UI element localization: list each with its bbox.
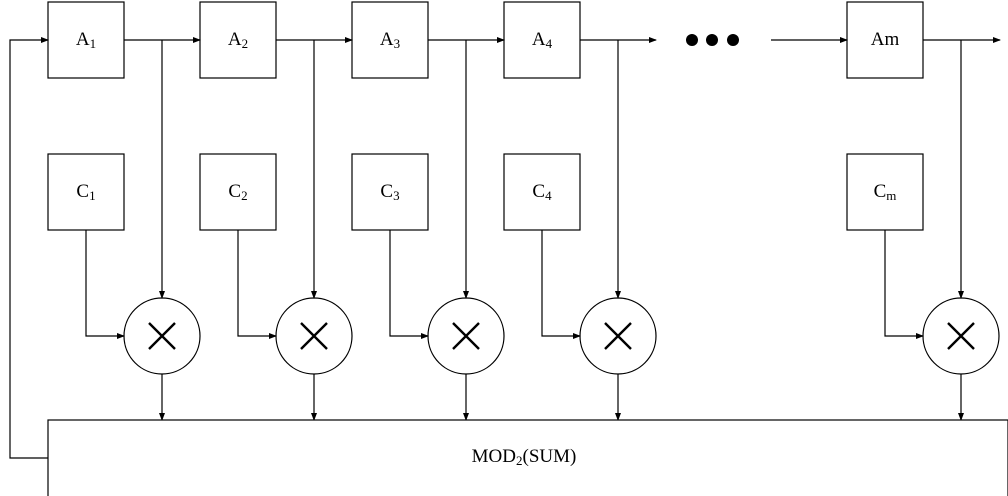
coefficient-line bbox=[389, 230, 429, 339]
ellipsis-dot bbox=[686, 34, 698, 46]
multiply-icon bbox=[148, 322, 176, 350]
label-a1: A1 bbox=[75, 29, 97, 52]
register-box-a5 bbox=[846, 1, 924, 79]
sum-box bbox=[47, 419, 1008, 496]
label-c1: C1 bbox=[76, 181, 96, 204]
coefficient-box-c4 bbox=[503, 153, 581, 231]
label-cm: Cm bbox=[873, 181, 897, 204]
register-box-a1 bbox=[47, 1, 125, 79]
multiply-icon bbox=[300, 322, 328, 350]
coefficient-line bbox=[85, 230, 125, 339]
multiply-icon bbox=[452, 322, 480, 350]
label-am: Am bbox=[870, 29, 900, 50]
multiply-icon bbox=[947, 322, 975, 350]
label-c2: C2 bbox=[228, 181, 248, 204]
label-a2: A2 bbox=[227, 29, 249, 52]
coefficient-box-c2 bbox=[199, 153, 277, 231]
coefficient-box-c1 bbox=[47, 153, 125, 231]
ellipsis-dot bbox=[727, 34, 739, 46]
coefficient-box-c5 bbox=[846, 153, 924, 231]
coefficient-line bbox=[884, 230, 924, 339]
register-box-a2 bbox=[199, 1, 277, 79]
ellipsis-dot bbox=[706, 34, 718, 46]
label-a3: A3 bbox=[379, 29, 401, 52]
feedback-line bbox=[9, 37, 49, 459]
coefficient-line bbox=[541, 230, 581, 339]
label-c4: C4 bbox=[532, 181, 552, 204]
coefficient-box-c3 bbox=[351, 153, 429, 231]
label-sum: MOD2(SUM) bbox=[471, 446, 577, 469]
label-a4: A4 bbox=[531, 29, 553, 52]
multiply-icon bbox=[604, 322, 632, 350]
coefficient-line bbox=[237, 230, 277, 339]
label-c3: C3 bbox=[380, 181, 400, 204]
